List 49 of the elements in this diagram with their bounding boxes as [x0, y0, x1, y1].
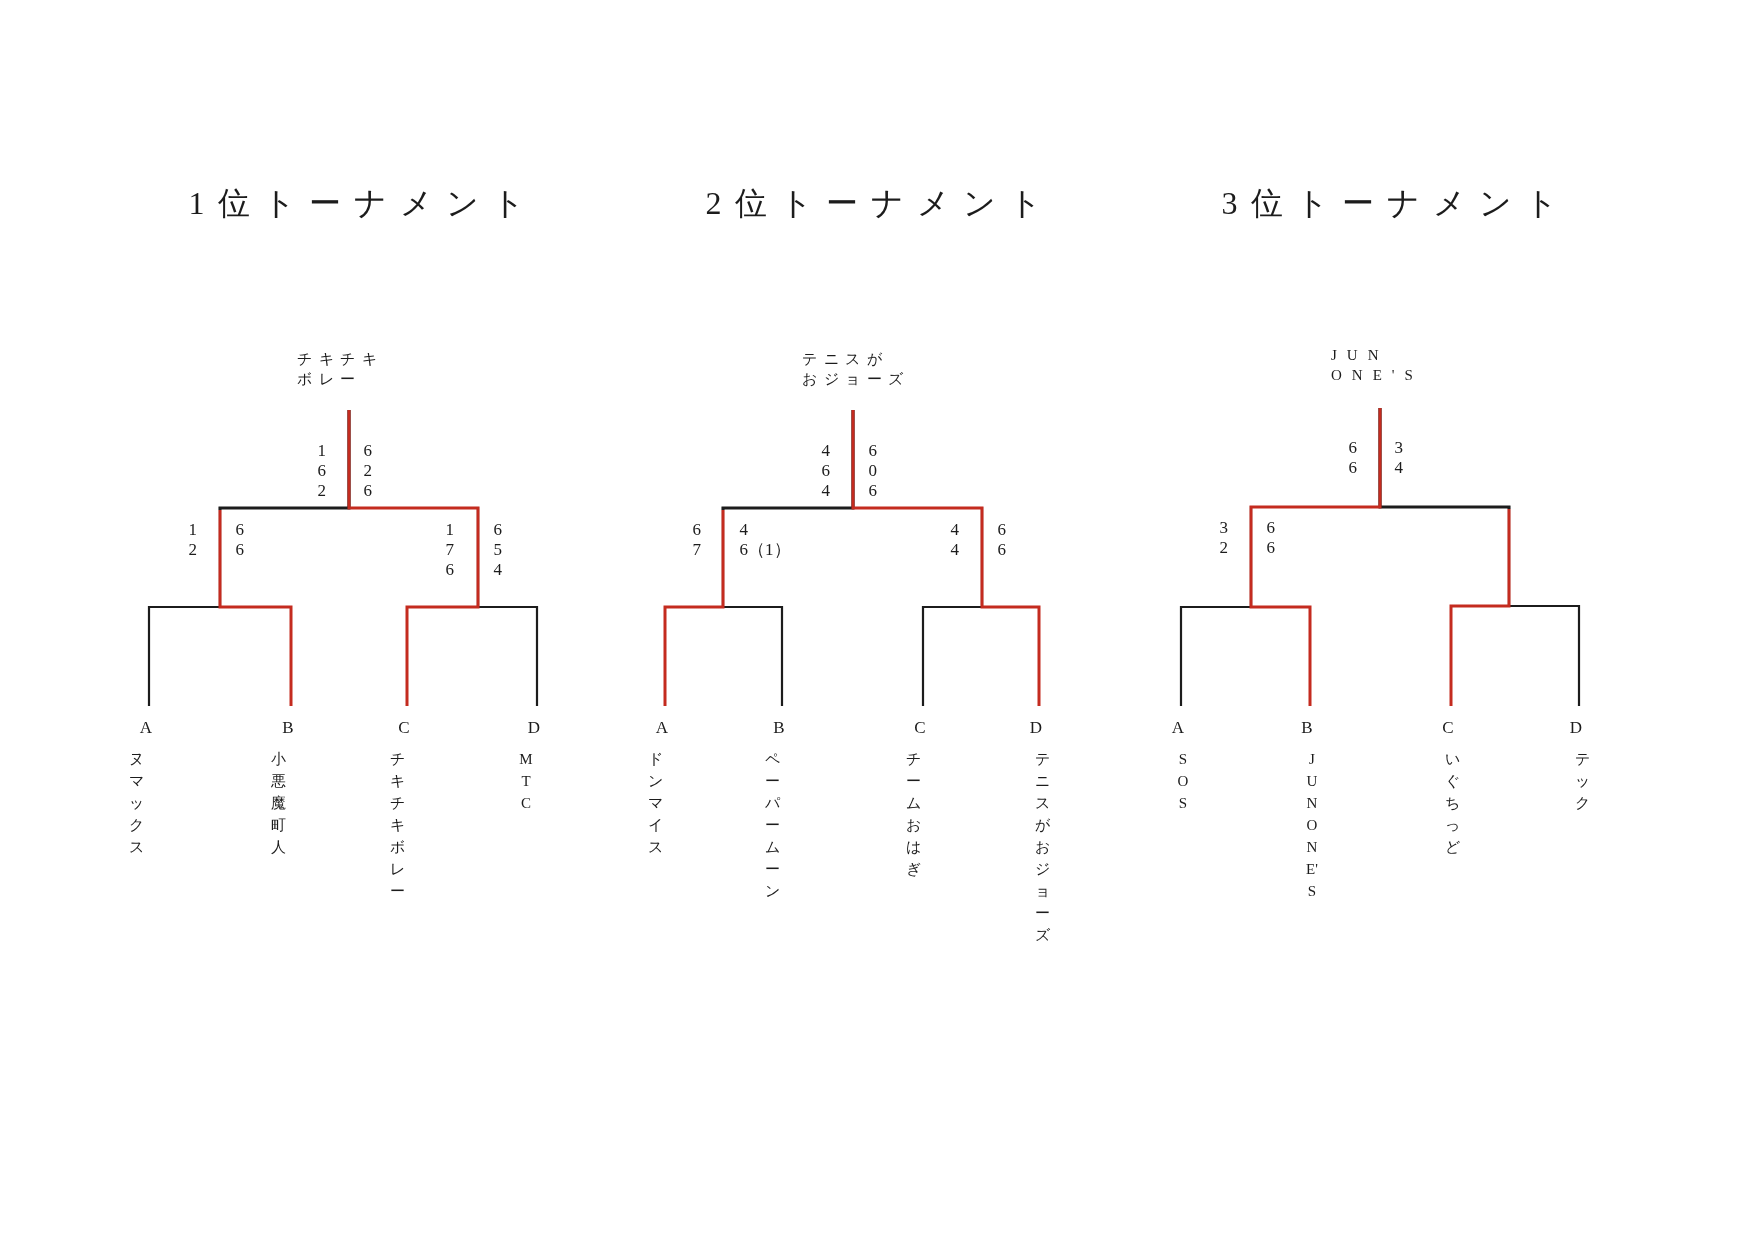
champion-name: チキチキボレー [297, 350, 384, 389]
tournament-heading: 1位トーナメント [188, 184, 538, 223]
position-letter: C [1442, 718, 1454, 738]
score: 4 6 4 [821, 441, 831, 501]
team-name: テニスがおジョーズ [1034, 750, 1050, 945]
tournament-heading: 2位トーナメント [705, 184, 1055, 223]
position-letter: B [282, 718, 294, 738]
score: 1 7 6 [445, 520, 455, 580]
score: 6 5 4 [493, 520, 503, 580]
position-letter: A [139, 718, 153, 738]
position-letter: B [1301, 718, 1313, 738]
score: 1 2 [188, 520, 198, 560]
position-letter: D [1569, 718, 1583, 738]
team-name: MTC [518, 750, 534, 813]
bracket-line [851, 410, 1041, 706]
position-letter: D [527, 718, 541, 738]
score: 6 6 [1266, 518, 1276, 558]
score: 3 4 [1394, 438, 1404, 478]
score: 1 6 2 [317, 441, 327, 501]
team-name: ドンマイス [647, 750, 663, 857]
position-letter: B [773, 718, 785, 738]
bracket-line [1249, 408, 1382, 706]
position-letter: D [1029, 718, 1043, 738]
score: 4 6（1） [739, 520, 792, 560]
team-name: ペーパームーン [764, 750, 780, 901]
team-name: SOS [1176, 750, 1190, 813]
score: 6 6 [997, 520, 1007, 560]
score: 6 6 [235, 520, 245, 560]
score: 3 2 [1219, 518, 1229, 558]
tournament-heading: 3位トーナメント [1221, 184, 1571, 223]
team-name: ヌマックス [128, 750, 144, 857]
team-name: 小悪魔町人 [270, 750, 286, 857]
team-name: チームおはぎ [905, 750, 921, 879]
score: 6 0 6 [868, 441, 878, 501]
team-name: JUN ONE'S [1305, 750, 1319, 901]
team-name: いぐちっど [1444, 750, 1460, 857]
score: 6 6 [1348, 438, 1358, 478]
champion-name: JUN ONE'S [1331, 346, 1424, 385]
champion-name: テニスがおジョーズ [802, 350, 911, 389]
score: 6 2 6 [363, 441, 373, 501]
position-letter: A [1171, 718, 1185, 738]
position-letter: C [914, 718, 926, 738]
score: 6 7 [692, 520, 702, 560]
position-letter: C [398, 718, 410, 738]
score: 4 4 [950, 520, 960, 560]
position-letter: A [655, 718, 669, 738]
bracket-line [347, 410, 480, 706]
team-name: チキチキボレー [389, 750, 405, 901]
team-name: テック [1574, 750, 1590, 813]
